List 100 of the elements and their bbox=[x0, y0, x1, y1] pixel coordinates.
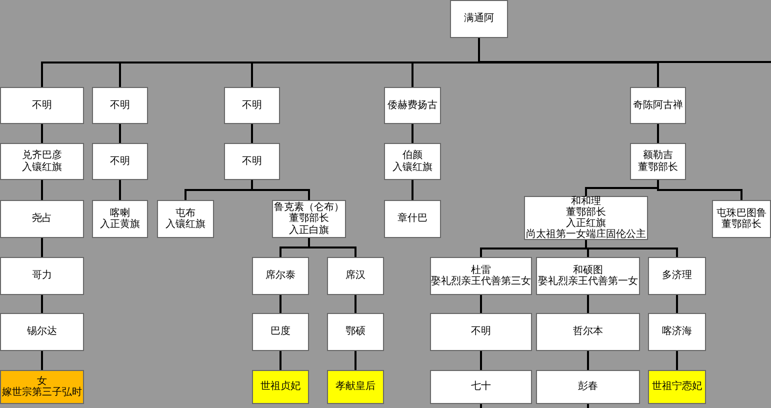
connector-line bbox=[412, 180, 414, 200]
person-name: 兑齐巴彦 bbox=[22, 150, 62, 162]
person-box bbox=[536, 257, 640, 295]
connector-line bbox=[480, 295, 482, 313]
connector-line bbox=[587, 295, 589, 313]
person-name: 不明 bbox=[110, 156, 130, 168]
person-name: 不明 bbox=[242, 156, 262, 168]
person-name: 锡尔达 bbox=[27, 326, 57, 338]
person-box bbox=[272, 200, 346, 238]
person-box bbox=[327, 313, 384, 351]
person-name: 杜雷 bbox=[471, 264, 491, 276]
person-box bbox=[430, 370, 532, 404]
person-name: 喀济海 bbox=[662, 326, 692, 338]
person-box bbox=[630, 143, 686, 180]
connector-line bbox=[412, 124, 414, 143]
person-box bbox=[92, 87, 148, 124]
person-box bbox=[648, 313, 706, 351]
person-note: 董鄂部长 bbox=[566, 206, 606, 218]
person-note: 尚太祖第一女端庄固伦公主 bbox=[526, 229, 646, 240]
person-name: 奇陈阿古禅 bbox=[633, 100, 683, 112]
connector-line bbox=[251, 124, 253, 143]
person-name: 彭春 bbox=[578, 381, 598, 393]
person-box bbox=[0, 370, 84, 404]
person-name: 尧占 bbox=[32, 213, 52, 225]
person-name: 章什巴 bbox=[398, 213, 428, 225]
person-box bbox=[648, 257, 706, 295]
connector-line bbox=[480, 404, 482, 408]
connector-line bbox=[41, 124, 43, 143]
person-note: 入正白旗 bbox=[289, 224, 329, 236]
person-name: 巴度 bbox=[270, 326, 290, 338]
connector-line bbox=[587, 351, 589, 370]
person-note: 嫁世宗第三子弘时 bbox=[2, 387, 82, 398]
person-box bbox=[384, 143, 441, 180]
person-box bbox=[224, 87, 280, 124]
person-name: 不明 bbox=[32, 100, 52, 112]
person-name: 屯珠巴图鲁 bbox=[716, 208, 766, 219]
person-box bbox=[0, 257, 84, 295]
connector-line bbox=[41, 351, 43, 370]
person-name: 孝献皇后 bbox=[336, 381, 376, 393]
person-box bbox=[0, 313, 84, 351]
connector-line bbox=[41, 238, 43, 257]
connector-line bbox=[354, 351, 356, 370]
person-name: 鲁克素（仑布） bbox=[274, 202, 344, 214]
person-name: 和和理 bbox=[571, 196, 601, 207]
connector-line bbox=[657, 180, 742, 200]
person-note: 入镶红旗 bbox=[392, 162, 432, 173]
person-note: 入镶红旗 bbox=[22, 162, 62, 173]
person-name: 不明 bbox=[110, 100, 130, 112]
person-note: 董鄂部长 bbox=[722, 219, 762, 230]
person-box bbox=[524, 196, 648, 240]
person-name: 席尔泰 bbox=[266, 270, 296, 282]
person-box bbox=[450, 0, 508, 38]
person-box bbox=[252, 313, 309, 351]
connector-line bbox=[41, 295, 43, 313]
person-box bbox=[430, 313, 532, 351]
connector-line bbox=[480, 351, 482, 370]
person-name: 和硕图 bbox=[573, 264, 603, 276]
person-name: 额勒吉 bbox=[643, 150, 673, 162]
person-name: 满通阿 bbox=[464, 13, 494, 25]
person-name: 不明 bbox=[471, 326, 491, 338]
person-name: 席汉 bbox=[346, 270, 366, 282]
person-name: 女 bbox=[37, 376, 47, 387]
person-box bbox=[536, 313, 640, 351]
connector-line bbox=[280, 295, 282, 313]
person-note: 董鄂部长 bbox=[638, 162, 678, 173]
connector-line bbox=[41, 180, 43, 200]
person-box bbox=[712, 200, 771, 238]
person-box bbox=[92, 143, 148, 180]
person-box bbox=[92, 200, 148, 238]
connector-line bbox=[587, 404, 589, 408]
connector-line bbox=[280, 351, 282, 370]
person-name: 哥力 bbox=[32, 270, 52, 282]
person-box bbox=[327, 257, 384, 295]
connector-line bbox=[354, 295, 356, 313]
person-name: 世祖宁悫妃 bbox=[652, 381, 702, 393]
connector-line bbox=[676, 351, 678, 370]
person-box bbox=[252, 257, 309, 295]
person-box bbox=[430, 257, 532, 295]
person-name: 屯布 bbox=[176, 208, 196, 219]
person-box bbox=[384, 200, 441, 238]
person-box bbox=[0, 143, 84, 180]
person-box bbox=[384, 87, 441, 124]
person-note: 入正红旗 bbox=[566, 218, 606, 229]
person-name: 不明 bbox=[242, 100, 262, 112]
person-name: 多济理 bbox=[662, 270, 692, 282]
person-note: 入正黄旗 bbox=[100, 219, 140, 230]
person-box bbox=[536, 370, 640, 404]
connector-line bbox=[676, 295, 678, 313]
person-box bbox=[0, 87, 84, 124]
connector-line bbox=[308, 238, 356, 257]
person-name: 倭赫费扬古 bbox=[388, 100, 438, 112]
person-name: 伯颜 bbox=[402, 150, 422, 162]
person-name: 世祖贞妃 bbox=[260, 381, 300, 393]
connector-line bbox=[119, 124, 121, 143]
person-note: 娶礼烈亲王代善第三女 bbox=[431, 276, 531, 288]
person-name: 鄂硕 bbox=[346, 326, 366, 338]
person-box bbox=[0, 200, 84, 238]
person-box bbox=[252, 370, 309, 404]
connector-line bbox=[478, 38, 771, 63]
person-note: 入镶红旗 bbox=[166, 219, 206, 230]
